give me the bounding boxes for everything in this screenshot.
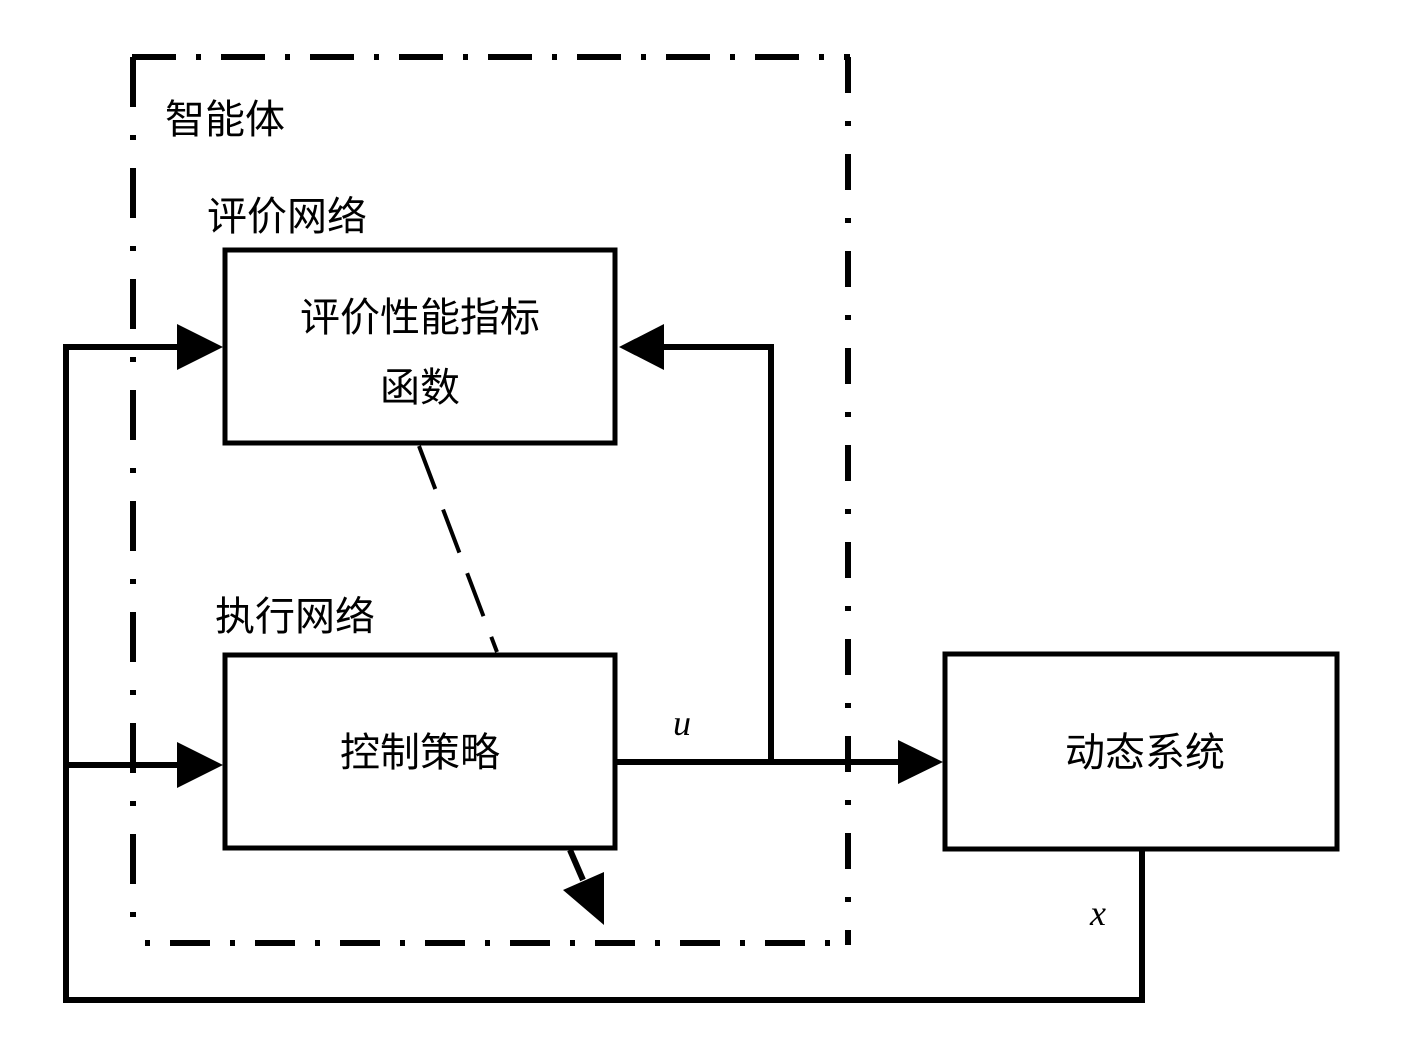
critic-box-label-line2: 函数	[380, 365, 460, 411]
actor-update-line	[567, 848, 586, 882]
critic-box	[222, 247, 618, 446]
critic-network-label: 评价网络	[207, 194, 367, 240]
state-to-actor-arrowhead	[177, 742, 223, 788]
actor-update-arrowhead	[563, 872, 604, 925]
agent-group-label: 智能体	[165, 97, 285, 143]
critic-actor-dashed-link	[417, 445, 499, 653]
actor-box-label: 控制策略	[340, 730, 500, 776]
plant-box-label: 动态系统	[1065, 730, 1225, 776]
state-feedback-line	[63, 347, 1145, 1003]
control-signal-label: u	[673, 703, 691, 743]
control-to-critic-arrowhead	[619, 324, 664, 370]
plant-box	[942, 651, 1340, 852]
control-to-critic-line	[660, 344, 774, 762]
actor-box	[222, 652, 618, 851]
agent-group-border	[130, 54, 851, 946]
state-signal-label: x	[1089, 893, 1106, 933]
actor-network-label: 执行网络	[215, 594, 375, 640]
control-signal-arrowhead	[898, 740, 943, 784]
critic-box-label-line1: 评价性能指标	[300, 295, 540, 341]
state-to-critic-arrowhead	[177, 324, 223, 370]
